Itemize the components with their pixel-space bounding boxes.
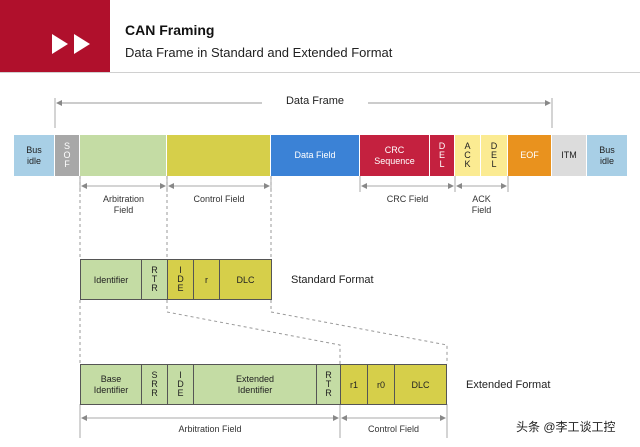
- double-play-icon: [52, 34, 90, 54]
- ext-ide-letter-2: D: [177, 379, 184, 389]
- ext-srr-letter-1: S: [151, 370, 158, 380]
- ext-r1-box: r1: [340, 364, 368, 405]
- field-dimension-lines: [79, 176, 509, 192]
- ack-letter-2: C: [464, 150, 471, 160]
- crc-sequence-line1: CRC: [384, 144, 405, 155]
- ack-letter-1: A: [464, 141, 471, 151]
- ack-field-label: ACK Field: [455, 194, 508, 216]
- crc-sequence-block: CRC Sequence: [360, 135, 430, 176]
- watermark-text: 头条 @李工谈工控: [516, 420, 616, 434]
- bus-idle-right: Bus idle: [587, 135, 627, 176]
- bus-idle-right-line1: Bus: [599, 144, 615, 155]
- sof-letter-1: S: [63, 141, 70, 151]
- std-ide-letter-1: I: [179, 265, 182, 275]
- ext-rtr-letter-3: R: [325, 388, 332, 398]
- standard-format-label: Standard Format: [291, 274, 374, 286]
- connectors-frame-to-standard: [79, 176, 272, 258]
- ext-rtr-letter-1: R: [325, 370, 332, 380]
- eof-label: EOF: [520, 150, 539, 160]
- arbitration-field-block: [80, 135, 167, 176]
- ack-del-letter-1: D: [490, 141, 498, 151]
- brand-logo: [0, 0, 110, 72]
- extended-format-label: Extended Format: [466, 379, 551, 391]
- std-rtr-letter-3: R: [151, 283, 158, 293]
- itm-block: ITM: [552, 135, 587, 176]
- ext-dlc-label: DLC: [411, 379, 430, 390]
- ext-control-field-label: Control Field: [367, 424, 420, 434]
- connectors-standard-to-extended: [79, 300, 448, 364]
- std-ide-letter-2: D: [177, 274, 184, 284]
- ext-extended-identifier-box: Extended Identifier: [193, 364, 317, 405]
- bus-idle-right-line2: idle: [599, 155, 614, 166]
- ext-srr-box: S R R: [141, 364, 168, 405]
- std-rtr-letter-1: R: [151, 265, 158, 275]
- sof-field: S O F: [55, 135, 80, 176]
- extended-dimension-lines: [79, 404, 448, 438]
- std-identifier-label: Identifier: [93, 274, 129, 285]
- crc-field-label: CRC Field: [386, 194, 429, 204]
- data-field-label: Data Field: [294, 150, 336, 160]
- ext-srr-letter-3: R: [151, 388, 158, 398]
- page-subtitle: Data Frame in Standard and Extended Form…: [125, 45, 393, 60]
- ext-srr-letter-2: R: [151, 379, 158, 389]
- std-r-box: r: [193, 259, 220, 300]
- ext-dlc-box: DLC: [394, 364, 447, 405]
- ack-letter-3: K: [464, 159, 471, 169]
- arbitration-field-label-line1: Arbitration: [102, 194, 145, 204]
- ack-delimiter-block: D E L: [481, 135, 508, 176]
- ext-base-identifier-line1: Base: [100, 373, 122, 384]
- arbitration-field-label: Arbitration Field: [80, 194, 167, 216]
- ext-arbitration-field-label: Arbitration Field: [178, 424, 242, 434]
- std-dlc-label: DLC: [236, 274, 255, 285]
- control-field-label: Control Field: [193, 194, 245, 204]
- ext-base-identifier-line2: Identifier: [93, 384, 129, 395]
- ext-base-identifier-box: Base Identifier: [80, 364, 142, 405]
- ext-ide-letter-3: E: [177, 388, 184, 398]
- std-dlc-box: DLC: [219, 259, 272, 300]
- ext-r0-box: r0: [367, 364, 395, 405]
- ack-field-label-line2: Field: [471, 205, 492, 215]
- arbitration-field-label-line2: Field: [113, 205, 134, 215]
- std-rtr-box: R T R: [141, 259, 168, 300]
- ext-extended-identifier-line2: Identifier: [237, 384, 273, 395]
- ack-del-letter-2: E: [490, 150, 497, 160]
- ext-r1-label: r1: [349, 379, 358, 390]
- ack-field-label-line1: ACK: [472, 194, 491, 204]
- std-identifier-box: Identifier: [80, 259, 142, 300]
- ext-ide-box: I D E: [167, 364, 194, 405]
- std-r-label: r: [205, 274, 208, 285]
- eof-block: EOF: [508, 135, 552, 176]
- sof-letter-2: O: [63, 150, 71, 160]
- data-field-block: Data Field: [271, 135, 360, 176]
- std-ide-box: I D E: [167, 259, 194, 300]
- ack-del-letter-3: L: [491, 159, 497, 169]
- header: CAN Framing Data Frame in Standard and E…: [0, 0, 640, 73]
- itm-label: ITM: [561, 150, 577, 160]
- bus-idle-left-line1: Bus: [26, 144, 42, 155]
- crc-delimiter-block: D E L: [430, 135, 455, 176]
- crc-del-letter-2: E: [438, 150, 445, 160]
- ext-ide-letter-1: I: [179, 370, 182, 380]
- page-title: CAN Framing: [125, 22, 215, 38]
- ext-rtr-box: R T R: [316, 364, 341, 405]
- control-field-block: [167, 135, 271, 176]
- std-rtr-letter-2: T: [151, 274, 158, 284]
- ack-slot-block: A C K: [455, 135, 481, 176]
- crc-sequence-line2: Sequence: [374, 155, 415, 166]
- ext-extended-identifier-line1: Extended: [235, 373, 275, 384]
- crc-del-letter-3: L: [439, 159, 445, 169]
- ext-rtr-letter-2: T: [325, 379, 332, 389]
- ext-r0-label: r0: [376, 379, 385, 390]
- std-ide-letter-3: E: [177, 283, 184, 293]
- data-frame-label: Data Frame: [285, 95, 345, 107]
- bus-idle-left: Bus idle: [14, 135, 55, 176]
- crc-del-letter-1: D: [438, 141, 446, 151]
- sof-letter-3: F: [64, 159, 70, 169]
- bus-idle-left-line2: idle: [26, 155, 41, 166]
- data-frame-dimension-line: [54, 98, 553, 128]
